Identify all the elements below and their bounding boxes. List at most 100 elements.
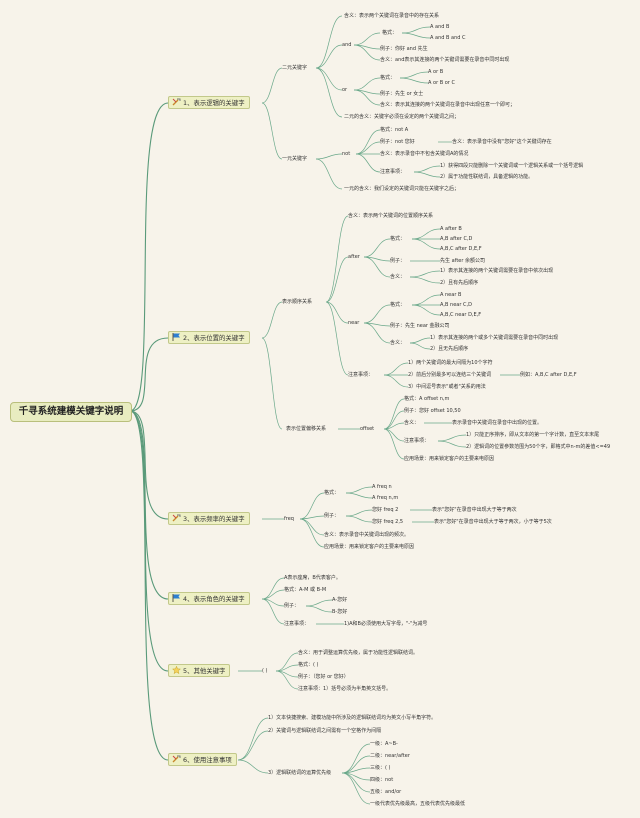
offset-relation[interactable]: 表示位置偏移关系	[286, 426, 327, 432]
offset-example: 例子：您好 offset 10,50	[404, 408, 461, 414]
or-keyword[interactable]: or	[342, 87, 348, 93]
connector	[261, 301, 283, 339]
and-format-1: A and B	[430, 24, 450, 30]
unary-keywords[interactable]: 一元关键字	[282, 156, 308, 162]
connector	[411, 294, 441, 306]
connector	[355, 141, 381, 155]
usage-note-3[interactable]: 3）逻辑联结词的运算优先级	[268, 770, 332, 776]
freq-keyword[interactable]: freq	[284, 516, 294, 522]
connector	[315, 67, 343, 91]
connector	[275, 670, 299, 690]
near-format-label: 格式：	[390, 302, 406, 308]
freq-format-label: 格式：	[324, 490, 340, 496]
branch-frequency[interactable]: 3、表示频率的关键字	[168, 512, 250, 525]
not-example: 例子：not 您好	[380, 139, 415, 145]
offset-note-1: 1）只能正序排序，即从文本的第一个字计数，直至文本末尾	[466, 432, 600, 438]
connector	[353, 44, 381, 61]
freq-format-1: A freq n	[372, 484, 392, 490]
and-format-label: 格式：	[382, 30, 398, 36]
role-note: 1)A和B必须使用大写字母，"-"为减号	[344, 621, 428, 627]
branch-label: 2、表示位置的关键字	[183, 334, 245, 342]
after-format-2: A,B after C,D	[440, 236, 473, 242]
branch-logic[interactable]: 1、表示逻辑的关键字	[168, 96, 250, 109]
branch-label: 4、表示角色的关键字	[183, 595, 245, 603]
connector	[299, 518, 325, 548]
not-meaning: 含义：表示录音中不包含关键词A的情况	[380, 151, 469, 157]
connector	[411, 238, 441, 250]
connector	[363, 322, 391, 344]
root-node[interactable]: 千寻系统建模关键字说明	[10, 402, 132, 422]
connector	[237, 730, 269, 761]
connector	[237, 759, 269, 774]
after-format-3: A,B,C after D,E,F	[440, 246, 482, 252]
connector	[399, 77, 429, 84]
after-keyword[interactable]: after	[348, 254, 360, 260]
order-relation[interactable]: 表示顺序关系	[282, 299, 313, 305]
connector	[305, 605, 333, 613]
order-note-1: 1）两个关键词的最大间隔为10个字符	[408, 360, 493, 366]
connector	[315, 15, 343, 69]
priority-5: 五级：and/or	[370, 789, 402, 795]
connector	[345, 492, 373, 499]
connector	[275, 652, 299, 672]
branch-other[interactable]: 5、其他关键字	[168, 664, 231, 677]
order-note-2: 2）前后分别最多可以连结三个关键词	[408, 372, 492, 378]
near-meaning-1: 1）表示其连接的两个或多个关键词需要在录音中同时出现	[430, 335, 559, 341]
branch-notes[interactable]: 6、使用注意事项	[168, 753, 237, 766]
near-meaning-2: 2）且无先后顺序	[430, 346, 469, 352]
not-note-label: 注意事项：	[380, 169, 406, 175]
connector	[299, 515, 325, 520]
paren-keyword[interactable]: ( )	[262, 668, 268, 674]
connector	[363, 304, 391, 324]
not-keyword[interactable]: not	[342, 151, 351, 157]
paren-note: 注意事项：1）括号必须为半角英文括号。	[298, 686, 392, 692]
or-format-2: A or B or C	[428, 80, 455, 86]
tools-icon	[172, 755, 181, 763]
role-example-2: B-您好	[332, 609, 348, 615]
connector	[129, 410, 169, 600]
after-meaning-1: 1）表示其连接的两个关键词需要在录音中依次出现	[440, 268, 554, 274]
flag-icon	[172, 594, 181, 602]
branch-position[interactable]: 2、表示位置的关键字	[168, 331, 250, 344]
connector	[353, 89, 381, 106]
order-note-3: 3）中间逗号表示"或者"关系的用法	[408, 384, 486, 390]
connector	[129, 337, 169, 412]
offset-scene: 应用场景：用来锁定客户的主要来电原因	[404, 456, 495, 462]
near-keyword[interactable]: near	[348, 320, 360, 326]
or-format-1: A or B	[428, 69, 444, 75]
connector	[413, 165, 441, 173]
order-note-label: 注意事项：	[348, 372, 374, 378]
connector	[345, 509, 373, 517]
near-meaning-label: 含义：	[390, 340, 406, 346]
connector	[411, 304, 441, 316]
after-example-label: 例子：	[390, 258, 406, 264]
offset-note-label: 注意事项：	[404, 438, 430, 444]
or-meaning: 含义：表示其连接的两个关键词在录音中出现任意一个即可；	[380, 102, 516, 108]
connector	[261, 102, 283, 160]
connector	[261, 589, 285, 600]
order-definition: 含义：表示两个关键词的位置顺序关系	[348, 213, 434, 219]
binary-keywords[interactable]: 二元关键字	[282, 65, 308, 71]
connector	[299, 492, 325, 520]
connector	[353, 32, 381, 46]
connector	[413, 171, 441, 178]
connector	[437, 434, 467, 442]
connector	[325, 256, 349, 303]
near-format-3: A,B,C near D,E,F	[440, 312, 482, 318]
or-example: 例子：先生 or 女士	[380, 91, 424, 97]
and-format-2: A and B and C	[430, 35, 466, 41]
branch-role[interactable]: 4、表示角色的关键字	[168, 592, 250, 605]
and-example: 例子：你好 and 先生	[380, 46, 428, 52]
connector	[437, 440, 467, 448]
role-definition: A表示座席，B代表客户。	[284, 575, 341, 581]
or-format-label: 格式：	[380, 75, 396, 81]
offset-note-2: 2）逻辑词的位置参数范围为50个字，即格式中n-m的差值<=49	[466, 444, 611, 450]
connector	[401, 26, 431, 34]
after-meaning-2: 2）且有先后顺序	[440, 280, 479, 286]
and-keyword[interactable]: and	[342, 42, 352, 48]
binary-definition: 含义：表示两个关键词在录音中的存在关系	[344, 13, 440, 19]
offset-keyword[interactable]: offset	[360, 426, 375, 432]
connector	[325, 301, 349, 324]
unary-note: 一元的含义：我们设定的关键词只能在关键字之后；	[344, 186, 460, 192]
